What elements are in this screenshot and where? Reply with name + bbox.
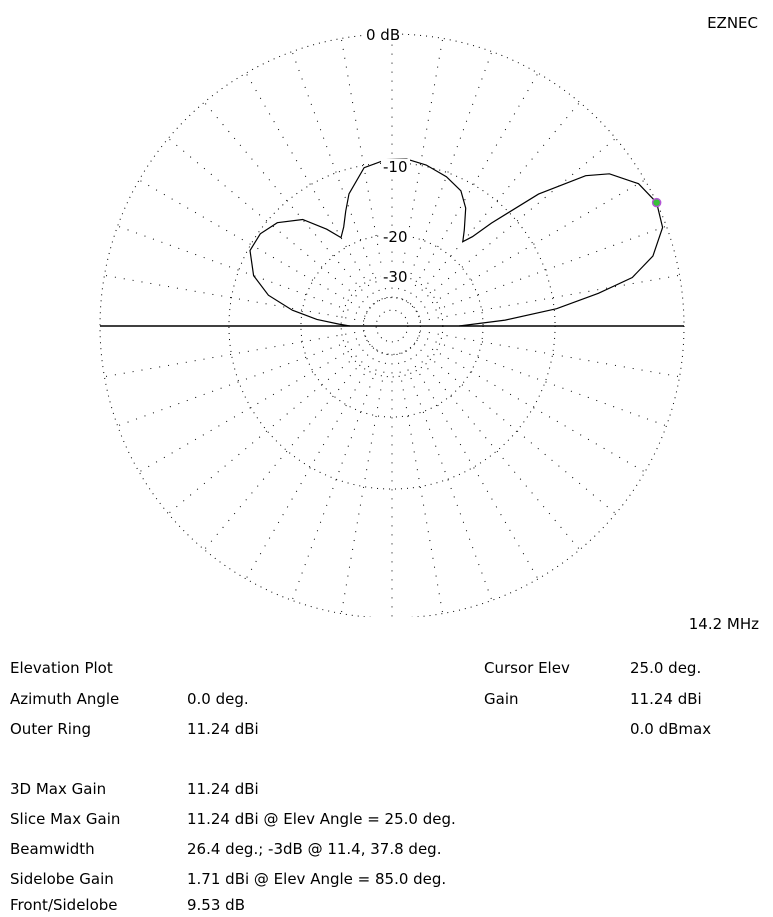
plot-type-label: Elevation Plot [10, 659, 113, 677]
grid-radial [291, 51, 383, 300]
grid-radial [104, 330, 365, 378]
grid-radial [416, 339, 646, 473]
frequency-label: 14.2 MHz [688, 615, 759, 633]
sidelobe-gain-label: Sidelobe Gain [10, 870, 114, 888]
grid-radial [409, 347, 581, 551]
gain-cursor-marker[interactable] [651, 197, 662, 208]
cursor-gain-value: 11.24 dBi [630, 690, 702, 708]
ring-label-minus10: -10 [381, 158, 410, 176]
grid-radial [419, 274, 680, 322]
grid-radial [419, 330, 680, 378]
sidelobe-gain-value: 1.71 dBi @ Elev Angle = 85.0 deg. [187, 870, 447, 888]
grid-radial [405, 350, 539, 580]
grid-radial [413, 137, 617, 309]
max-gain-3d-label: 3D Max Gain [10, 780, 107, 798]
grid-radial [418, 335, 667, 427]
grid-radial [203, 101, 375, 305]
outer-ring-label: Outer Ring [10, 720, 91, 738]
grid-radial [405, 72, 539, 302]
grid-radial [418, 225, 667, 317]
grid-radial [396, 353, 444, 614]
cursor-dbmax-value: 0.0 dBmax [630, 720, 712, 738]
cursor-elev-value: 25.0 deg. [630, 659, 702, 677]
grid-radial [117, 335, 366, 427]
ring-label-0db: 0 dB [364, 26, 403, 44]
max-gain-3d-value: 11.24 dBi [187, 780, 259, 798]
grid-radial [340, 353, 388, 614]
slice-max-gain-label: Slice Max Gain [10, 810, 121, 828]
outer-ring-value: 11.24 dBi [187, 720, 259, 738]
beamwidth-label: Beamwidth [10, 840, 95, 858]
grid-radial [401, 51, 493, 300]
grid-radial [245, 72, 379, 302]
ring-label-minus20: -20 [381, 228, 410, 246]
front-sidelobe-label: Front/Sidelobe [10, 896, 118, 914]
radiation-pattern-trace [249, 158, 664, 327]
azimuth-angle-label: Azimuth Angle [10, 690, 120, 708]
grid-radial [291, 352, 383, 601]
slice-max-gain-value: 11.24 dBi @ Elev Angle = 25.0 deg. [187, 810, 456, 828]
grid-radial [401, 352, 493, 601]
azimuth-angle-value: 0.0 deg. [187, 690, 249, 708]
app-name: EZNEC [707, 14, 758, 32]
grid-radial [409, 101, 581, 305]
grid-radial [245, 350, 379, 580]
beamwidth-value: 26.4 deg.; -3dB @ 11.4, 37.8 deg. [187, 840, 442, 858]
grid-radial [203, 347, 375, 551]
elevation-pattern-plot[interactable] [0, 0, 773, 617]
grid-radial [167, 137, 371, 309]
grid-radial [117, 225, 366, 317]
grid-radial [167, 343, 371, 515]
grid-radial [413, 343, 617, 515]
cursor-gain-label: Gain [484, 690, 519, 708]
grid-radial [138, 339, 368, 473]
ring-label-minus30: -30 [381, 268, 410, 286]
front-sidelobe-value: 9.53 dB [187, 896, 245, 914]
grid-radial [104, 274, 365, 322]
cursor-elev-label: Cursor Elev [484, 659, 570, 677]
grid-radial [416, 179, 646, 313]
